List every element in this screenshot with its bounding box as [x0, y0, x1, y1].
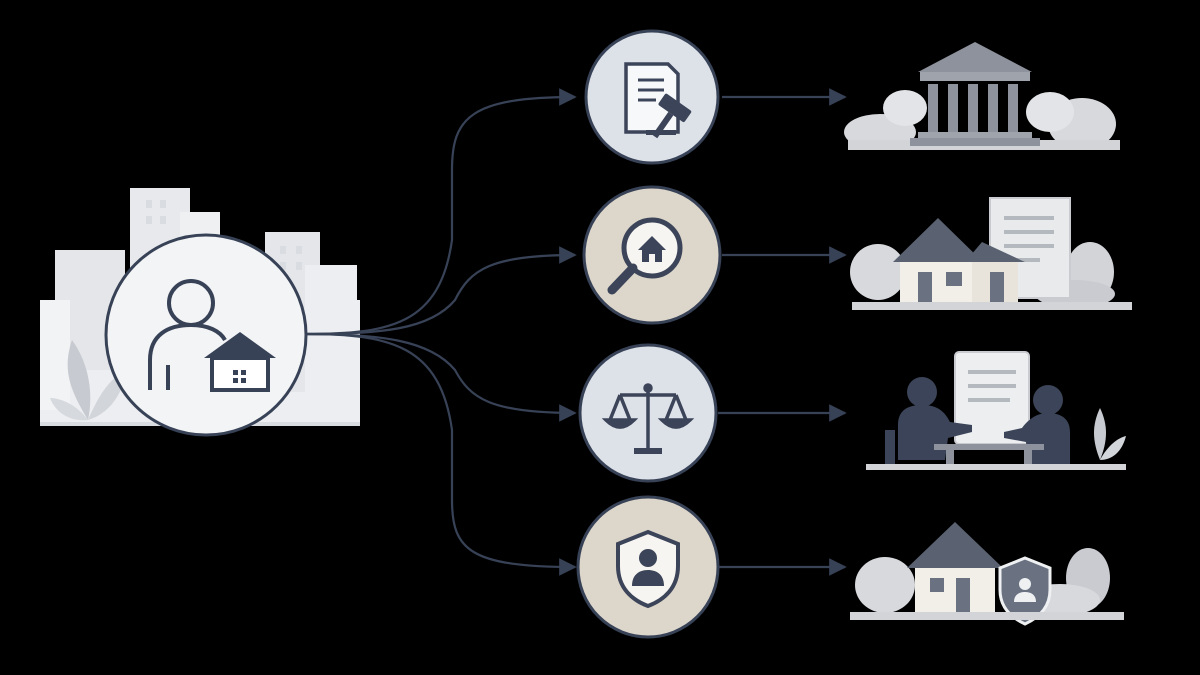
- hub-node-1[interactable]: [584, 29, 720, 165]
- hub-node-2[interactable]: [582, 185, 722, 325]
- person-shield-icon: [616, 529, 680, 609]
- result-node-1: [844, 42, 1120, 150]
- connector-to-branch-4: [304, 332, 577, 576]
- result-node-3: [866, 351, 1126, 470]
- connector-to-branch-2: [304, 246, 577, 336]
- result-node-2: [850, 197, 1132, 310]
- scales-of-justice-icon: [601, 383, 695, 454]
- house-with-shield-icon: [850, 522, 1124, 626]
- connector-to-branch-3: [304, 332, 577, 422]
- consultation-meeting-icon: [866, 351, 1126, 470]
- hub-node-3[interactable]: [578, 343, 718, 483]
- result-node-4: [850, 522, 1124, 626]
- connector-lines: [304, 88, 847, 576]
- connector-to-branch-1: [304, 88, 577, 336]
- house-search-magnifier-icon: [607, 217, 683, 295]
- source-node: [104, 233, 308, 437]
- hub-node-4[interactable]: [576, 495, 720, 639]
- legal-document-gavel-icon: [624, 62, 692, 139]
- house-with-document-icon: [850, 197, 1132, 310]
- courthouse-icon: [844, 42, 1120, 150]
- person-with-house-icon: [148, 279, 276, 392]
